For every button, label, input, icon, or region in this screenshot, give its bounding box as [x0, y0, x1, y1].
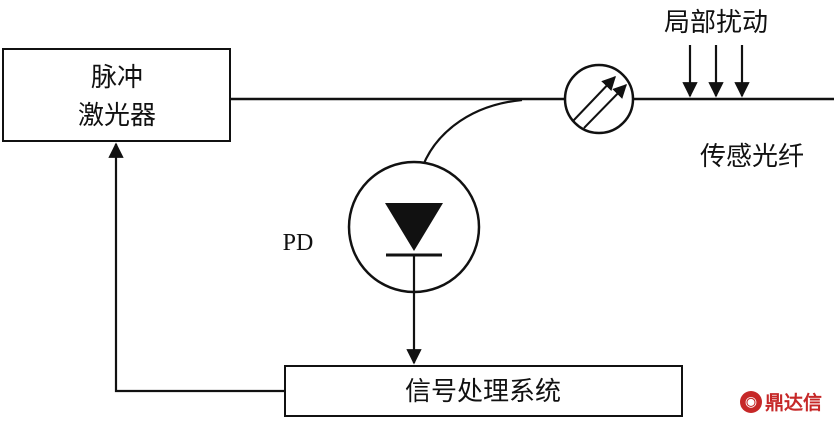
sensing-fiber-label: 传感光纤 [700, 142, 804, 172]
watermark-logo: ◉ 鼎达信 [740, 388, 822, 415]
coupler-arrow-1 [572, 75, 616, 122]
coupler-arrow-2 [583, 83, 627, 129]
diode-triangle [385, 203, 443, 251]
logo-icon: ◉ [740, 390, 762, 413]
watermark-text: 鼎达信 [765, 392, 823, 414]
feedback-line [108, 142, 285, 393]
pulse-laser-label-line1: 脉冲 [91, 63, 143, 93]
disturbance-label: 局部扰动 [664, 8, 768, 38]
signal-processing-box [284, 365, 683, 417]
pd-label: PD [283, 230, 314, 256]
signal-processing-label: 信号处理系统 [405, 377, 561, 407]
pulse-laser-box [2, 48, 231, 142]
pulse-laser-label-line2: 激光器 [78, 101, 156, 131]
coupler-circle [563, 63, 635, 135]
